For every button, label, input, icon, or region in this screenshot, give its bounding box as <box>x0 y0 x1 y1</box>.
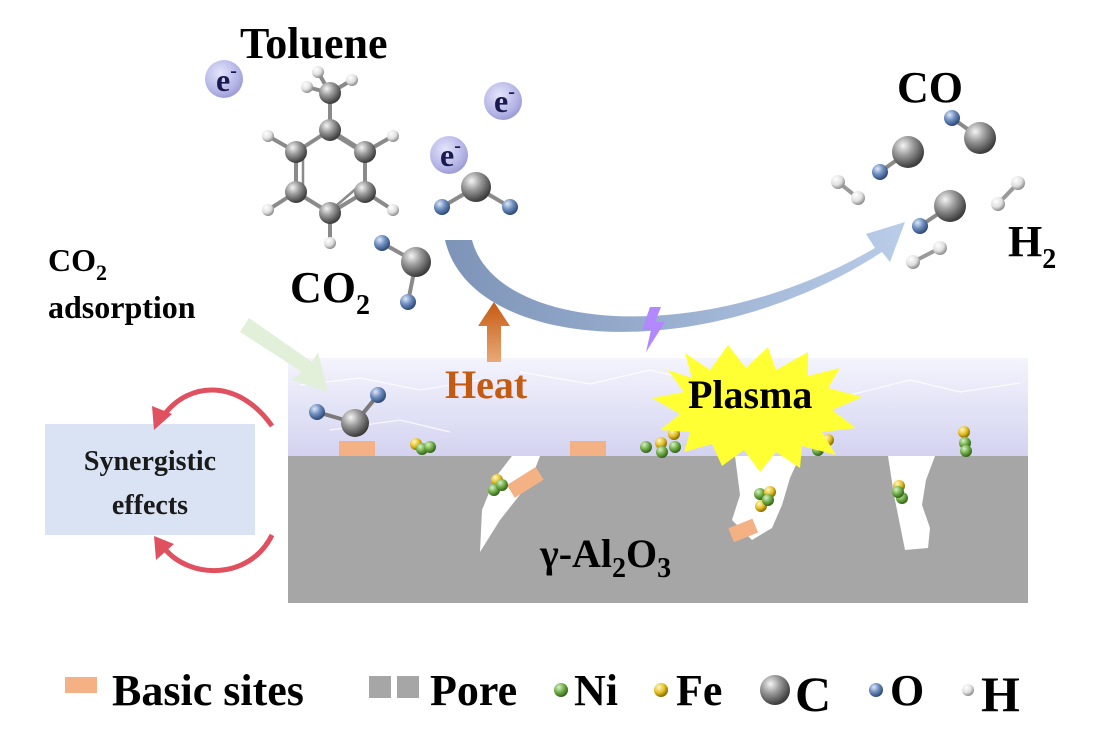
electron-2: e- <box>484 81 522 120</box>
legend: Basic sites Pore Ni Fe C O H <box>65 666 1020 722</box>
legend-h-swatch <box>962 684 974 696</box>
legend-ni-label: Ni <box>574 666 618 715</box>
h2-molecule-3 <box>906 241 947 269</box>
support-label: γ-Al2O3 <box>539 531 671 584</box>
legend-o-swatch <box>869 683 883 697</box>
legend-basic-sites-swatch <box>65 677 97 693</box>
co-molecule-2 <box>944 110 996 154</box>
heat-arrow <box>478 302 510 362</box>
electron-3: e- <box>430 135 468 174</box>
cycle-arrow-bottom <box>162 533 275 574</box>
basic-sites <box>339 441 759 543</box>
plasma-label: Plasma <box>688 372 812 417</box>
co2-label: CO2 <box>290 263 370 321</box>
legend-fe-label: Fe <box>676 666 722 715</box>
adsorption-arrow <box>240 318 328 392</box>
electron-label: e- <box>494 81 515 119</box>
toluene-label: Toluene <box>240 19 388 68</box>
h2-molecule-2 <box>991 176 1025 211</box>
cycle-arrow-bottom-head <box>154 536 174 560</box>
co-product-label: CO <box>897 63 963 112</box>
electron-label: e- <box>440 135 461 173</box>
legend-pore-label: Pore <box>430 666 517 715</box>
co2-molecule <box>374 235 431 310</box>
cycle-arrow-top-head <box>152 406 172 430</box>
synergy-label-line2: effects <box>112 490 188 521</box>
h2-product-label: H2 <box>1008 217 1056 275</box>
electron-label: e- <box>216 60 237 98</box>
synergy-box <box>45 424 255 535</box>
legend-c-swatch <box>760 675 790 705</box>
pore-3 <box>888 456 935 550</box>
lightning-icon <box>642 307 665 352</box>
metal-particles <box>410 426 972 512</box>
legend-basic-sites-label: Basic sites <box>112 666 304 715</box>
legend-pore-swatch-2 <box>397 676 419 698</box>
h2-molecule-1 <box>831 175 865 205</box>
cycle-arrow-top <box>161 387 275 428</box>
legend-c-label: C <box>795 666 831 722</box>
co-molecule-1 <box>872 136 924 180</box>
co2-adsorption-label-line2: adsorption <box>48 289 196 325</box>
co-molecule-3 <box>912 190 966 234</box>
legend-fe-swatch <box>654 683 668 697</box>
legend-h-label: H <box>981 666 1020 722</box>
heat-label: Heat <box>445 362 528 407</box>
legend-pore-swatch <box>369 676 391 698</box>
electron-1: e- <box>205 60 243 98</box>
toluene-molecule <box>262 66 399 249</box>
co2-molecule-activated <box>434 172 518 215</box>
legend-o-label: O <box>890 666 924 715</box>
synergy-label-line1: Synergistic <box>84 446 216 477</box>
plasma-burst <box>652 345 862 472</box>
adsorbed-co2-molecule <box>309 387 386 437</box>
legend-ni-swatch <box>554 683 568 697</box>
co2-adsorption-label-line1: CO2 <box>48 242 107 285</box>
reaction-flow-arrow <box>445 222 905 332</box>
